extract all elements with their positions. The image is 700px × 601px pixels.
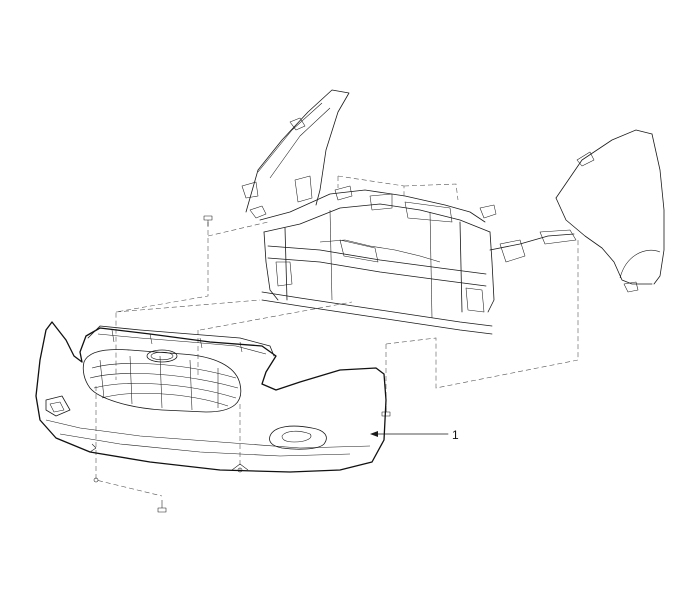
callout-1-leader — [370, 431, 449, 437]
front-bumper-cover — [35, 321, 387, 473]
left-fender — [245, 89, 350, 219]
assembly-leader-lines — [95, 175, 579, 497]
callout-1-number: 1 — [452, 428, 459, 442]
right-fender — [555, 129, 665, 293]
upper-screw — [203, 215, 213, 226]
fasteners — [93, 215, 391, 513]
radiator-support-carrier — [241, 175, 577, 335]
lower-screw — [157, 500, 167, 513]
emblem — [146, 349, 178, 363]
